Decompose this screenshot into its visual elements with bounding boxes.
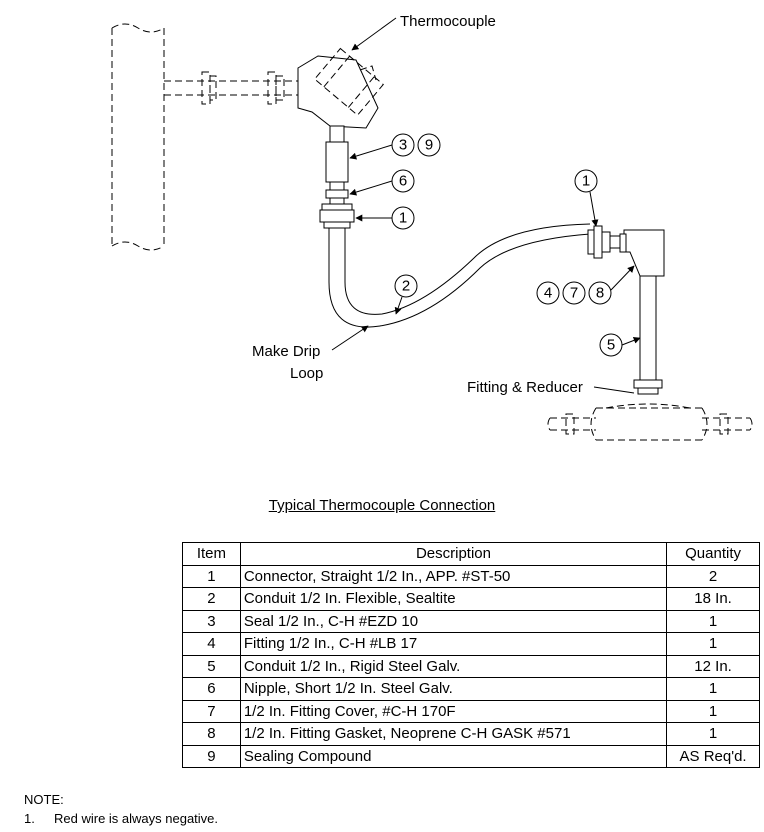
callout-1-right: 1 bbox=[574, 169, 598, 193]
svg-text:4: 4 bbox=[544, 285, 552, 302]
svg-text:2: 2 bbox=[402, 278, 410, 295]
callout-1-left: 1 bbox=[391, 206, 415, 230]
horizontal-nipple bbox=[164, 71, 300, 105]
cell-item: 5 bbox=[182, 654, 241, 678]
callout-7: 7 bbox=[562, 281, 586, 305]
cell-item: 4 bbox=[182, 632, 241, 656]
parts-table: Item Description Quantity 1 Connector, S… bbox=[182, 542, 760, 768]
cell-item: 9 bbox=[182, 744, 241, 768]
callout-3: 3 bbox=[391, 133, 415, 157]
cell-item: 8 bbox=[182, 722, 241, 746]
note-item: 1. Red wire is always negative. bbox=[24, 811, 218, 826]
svg-text:8: 8 bbox=[596, 285, 604, 302]
cell-description: Nipple, Short 1/2 In. Steel Galv. bbox=[239, 677, 668, 701]
label-loop: Loop bbox=[290, 365, 323, 382]
cell-description: 1/2 In. Fitting Gasket, Neoprene C-H GAS… bbox=[239, 722, 668, 746]
svg-text:7: 7 bbox=[570, 285, 578, 302]
cell-description: Seal 1/2 In., C-H #EZD 10 bbox=[239, 609, 668, 633]
cell-description: Conduit 1/2 In., Rigid Steel Galv. bbox=[239, 654, 668, 678]
cell-item: 3 bbox=[182, 609, 241, 633]
note-item-number: 1. bbox=[24, 811, 35, 826]
thermocouple-connection-diagram: Thermocouple Fitting & Reducer bbox=[111, 13, 753, 441]
cell-quantity: 12 In. bbox=[666, 654, 760, 678]
table-row: 8 1/2 In. Fitting Gasket, Neoprene C-H G… bbox=[182, 722, 760, 746]
svg-text:6: 6 bbox=[399, 173, 407, 190]
callout-4: 4 bbox=[536, 281, 560, 305]
svg-text:5: 5 bbox=[607, 337, 615, 354]
flexible-conduit bbox=[328, 223, 591, 328]
diagram-caption: Typical Thermocouple Connection bbox=[268, 497, 496, 514]
rigid-conduit bbox=[639, 275, 657, 381]
callout-2: 2 bbox=[394, 274, 418, 298]
table-row: 6 Nipple, Short 1/2 In. Steel Galv. 1 bbox=[182, 677, 760, 701]
cell-quantity: 1 bbox=[666, 699, 760, 723]
nipple bbox=[329, 197, 345, 205]
connector-top bbox=[319, 203, 355, 229]
header-quantity: Quantity bbox=[666, 542, 760, 566]
callout-9: 9 bbox=[417, 133, 441, 157]
note-heading: NOTE: bbox=[24, 792, 64, 807]
cell-item: 1 bbox=[182, 564, 241, 588]
note-section: NOTE: 1. Red wire is always negative. bbox=[24, 792, 218, 826]
table-row: 2 Conduit 1/2 In. Flexible, Sealtite 18 … bbox=[182, 587, 760, 611]
cell-description: Conduit 1/2 In. Flexible, Sealtite bbox=[239, 587, 668, 611]
cell-item: 6 bbox=[182, 677, 241, 701]
cell-quantity: 1 bbox=[666, 722, 760, 746]
header-item: Item bbox=[182, 542, 241, 566]
lb-fitting bbox=[619, 229, 665, 277]
table-row: 7 1/2 In. Fitting Cover, #C-H 170F 1 bbox=[182, 699, 760, 723]
callout-5: 5 bbox=[599, 333, 623, 357]
callout-8: 8 bbox=[588, 281, 612, 305]
table-header-row: Item Description Quantity bbox=[182, 542, 760, 566]
cell-quantity: 1 bbox=[666, 609, 760, 633]
svg-text:3: 3 bbox=[399, 137, 407, 154]
seal-fitting bbox=[325, 125, 349, 199]
cell-description: 1/2 In. Fitting Cover, #C-H 170F bbox=[239, 699, 668, 723]
table-row: 1 Connector, Straight 1/2 In., APP. #ST-… bbox=[182, 564, 760, 588]
label-fitting-reducer: Fitting & Reducer bbox=[467, 379, 583, 396]
header-description: Description bbox=[239, 542, 668, 566]
cell-description: Sealing Compound bbox=[239, 744, 668, 768]
table-row: 9 Sealing Compound AS Req'd. bbox=[182, 744, 760, 768]
callout-6: 6 bbox=[391, 169, 415, 193]
label-make-drip: Make Drip bbox=[252, 343, 320, 360]
cell-description: Connector, Straight 1/2 In., APP. #ST-50 bbox=[239, 564, 668, 588]
table-row: 4 Fitting 1/2 In., C-H #LB 17 1 bbox=[182, 632, 760, 656]
svg-text:9: 9 bbox=[425, 137, 433, 154]
cell-description: Fitting 1/2 In., C-H #LB 17 bbox=[239, 632, 668, 656]
note-item-text: Red wire is always negative. bbox=[54, 811, 219, 826]
cell-item: 2 bbox=[182, 587, 241, 611]
fitting-reducer bbox=[633, 379, 663, 395]
thermocouple-head bbox=[297, 47, 384, 129]
cell-quantity: 18 In. bbox=[666, 587, 760, 611]
table-row: 3 Seal 1/2 In., C-H #EZD 10 1 bbox=[182, 609, 760, 633]
label-thermocouple: Thermocouple bbox=[400, 13, 496, 30]
svg-text:1: 1 bbox=[582, 173, 590, 190]
cell-quantity: AS Req'd. bbox=[666, 744, 760, 768]
table-row: 5 Conduit 1/2 In., Rigid Steel Galv. 12 … bbox=[182, 654, 760, 678]
svg-text:1: 1 bbox=[399, 210, 407, 227]
cell-quantity: 1 bbox=[666, 632, 760, 656]
cell-quantity: 1 bbox=[666, 677, 760, 701]
vertical-pipe bbox=[111, 23, 165, 251]
cell-item: 7 bbox=[182, 699, 241, 723]
bottom-pipe bbox=[547, 403, 753, 441]
cell-quantity: 2 bbox=[666, 564, 760, 588]
